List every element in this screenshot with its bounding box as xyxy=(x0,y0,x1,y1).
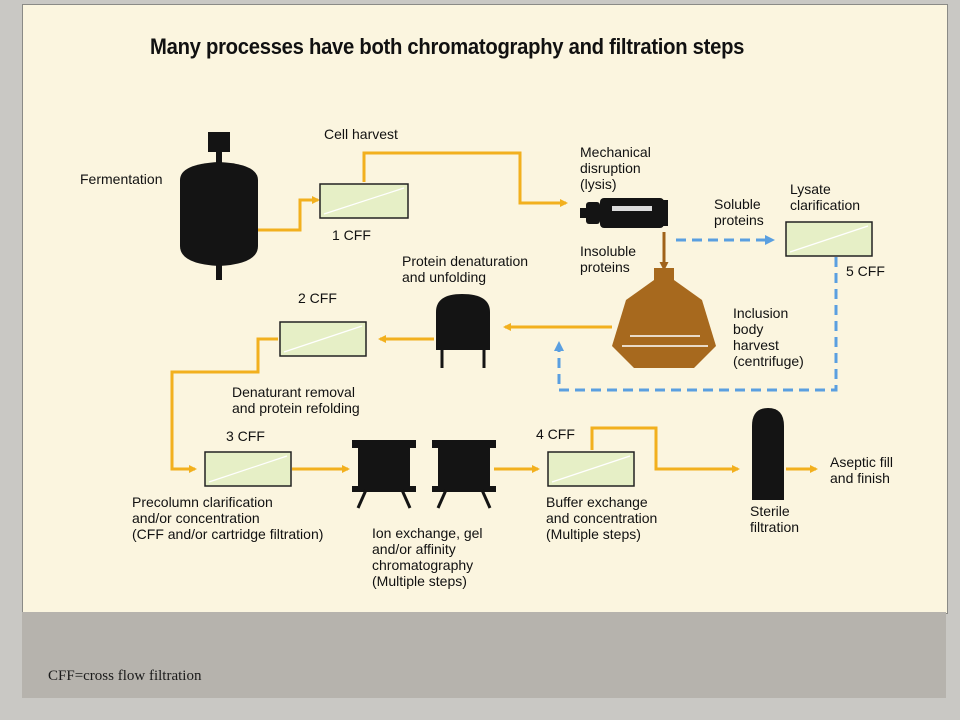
soluble-protein-path xyxy=(554,235,838,392)
centrifuge-icon xyxy=(612,268,716,368)
label-cff2: 2 CFF xyxy=(298,290,337,306)
label-cff4: 4 CFF xyxy=(536,426,575,442)
flow-cff2-connector xyxy=(256,337,278,372)
chromatography-column-2-icon xyxy=(432,440,496,509)
label-buffer-concentration: and concentration xyxy=(546,510,657,526)
label-body: body xyxy=(733,321,763,337)
label-ion-exchange: Ion exchange, gel xyxy=(372,525,483,541)
label-sterile: Sterile xyxy=(750,503,790,519)
label-soluble-proteins: proteins xyxy=(714,212,764,228)
label-insoluble-proteins: proteins xyxy=(580,259,630,275)
denaturation-tank-icon xyxy=(436,294,490,368)
cff5-filter-icon xyxy=(785,221,873,257)
label-filtration: filtration xyxy=(750,519,799,535)
label-cff3: 3 CFF xyxy=(226,428,265,444)
label-inclusion: Inclusion xyxy=(733,305,788,321)
cff3-filter-icon xyxy=(204,451,292,487)
cff2-filter-icon xyxy=(279,321,367,357)
label-and-finish: and finish xyxy=(830,470,890,486)
flow-cff4-to-sterile xyxy=(590,426,740,473)
label-clarification: clarification xyxy=(790,197,860,213)
label-precolumn-clarification: Precolumn clarification xyxy=(132,494,273,510)
footer-band xyxy=(22,612,946,698)
diagram-labels: Fermentation Cell harvest 1 CFF Mechanic… xyxy=(80,126,893,589)
label-lysate: Lysate xyxy=(790,181,831,197)
label-precolumn-concentration: and/or concentration xyxy=(132,510,260,526)
flow-lines xyxy=(170,151,818,473)
cff4-filter-icon xyxy=(547,451,635,487)
label-protein-denaturation: Protein denaturation xyxy=(402,253,528,269)
label-centrifuge: (centrifuge) xyxy=(733,353,804,369)
fermentation-tank-icon xyxy=(180,132,258,280)
label-protein-refolding: and protein refolding xyxy=(232,400,360,416)
label-chromatography: chromatography xyxy=(372,557,473,573)
label-buffer-exchange: Buffer exchange xyxy=(546,494,648,510)
label-affinity: and/or affinity xyxy=(372,541,456,557)
footnote: CFF=cross flow filtration xyxy=(48,668,202,684)
chromatography-column-1-icon xyxy=(352,440,416,509)
cff1-filter-icon xyxy=(319,183,409,219)
label-and-unfolding: and unfolding xyxy=(402,269,486,285)
label-insoluble: Insoluble xyxy=(580,243,636,259)
sterile-filter-vessel-icon xyxy=(752,408,784,500)
flow-cff1-to-lysis xyxy=(362,151,568,207)
label-aseptic-fill: Aseptic fill xyxy=(830,454,893,470)
flow-fermentation-to-cff1 xyxy=(258,196,320,232)
label-cff5: 5 CFF xyxy=(846,263,885,279)
label-disruption: disruption xyxy=(580,160,641,176)
label-denaturant-removal: Denaturant removal xyxy=(232,384,355,400)
label-precolumn-method: (CFF and/or cartridge filtration) xyxy=(132,526,323,542)
label-chromatography-steps: (Multiple steps) xyxy=(372,573,467,589)
label-mechanical: Mechanical xyxy=(580,144,651,160)
label-lysis: (lysis) xyxy=(580,176,617,192)
label-buffer-steps: (Multiple steps) xyxy=(546,526,641,542)
label-fermentation: Fermentation xyxy=(80,171,162,187)
label-cell-harvest: Cell harvest xyxy=(324,126,398,142)
figure-title: Many processes have both chromatography … xyxy=(150,34,745,59)
homogenizer-icon xyxy=(580,198,668,228)
label-harvest: harvest xyxy=(733,337,779,353)
label-soluble: Soluble xyxy=(714,196,761,212)
label-cff1: 1 CFF xyxy=(332,227,371,243)
dashed-lysate-to-centrifuge xyxy=(554,257,838,392)
